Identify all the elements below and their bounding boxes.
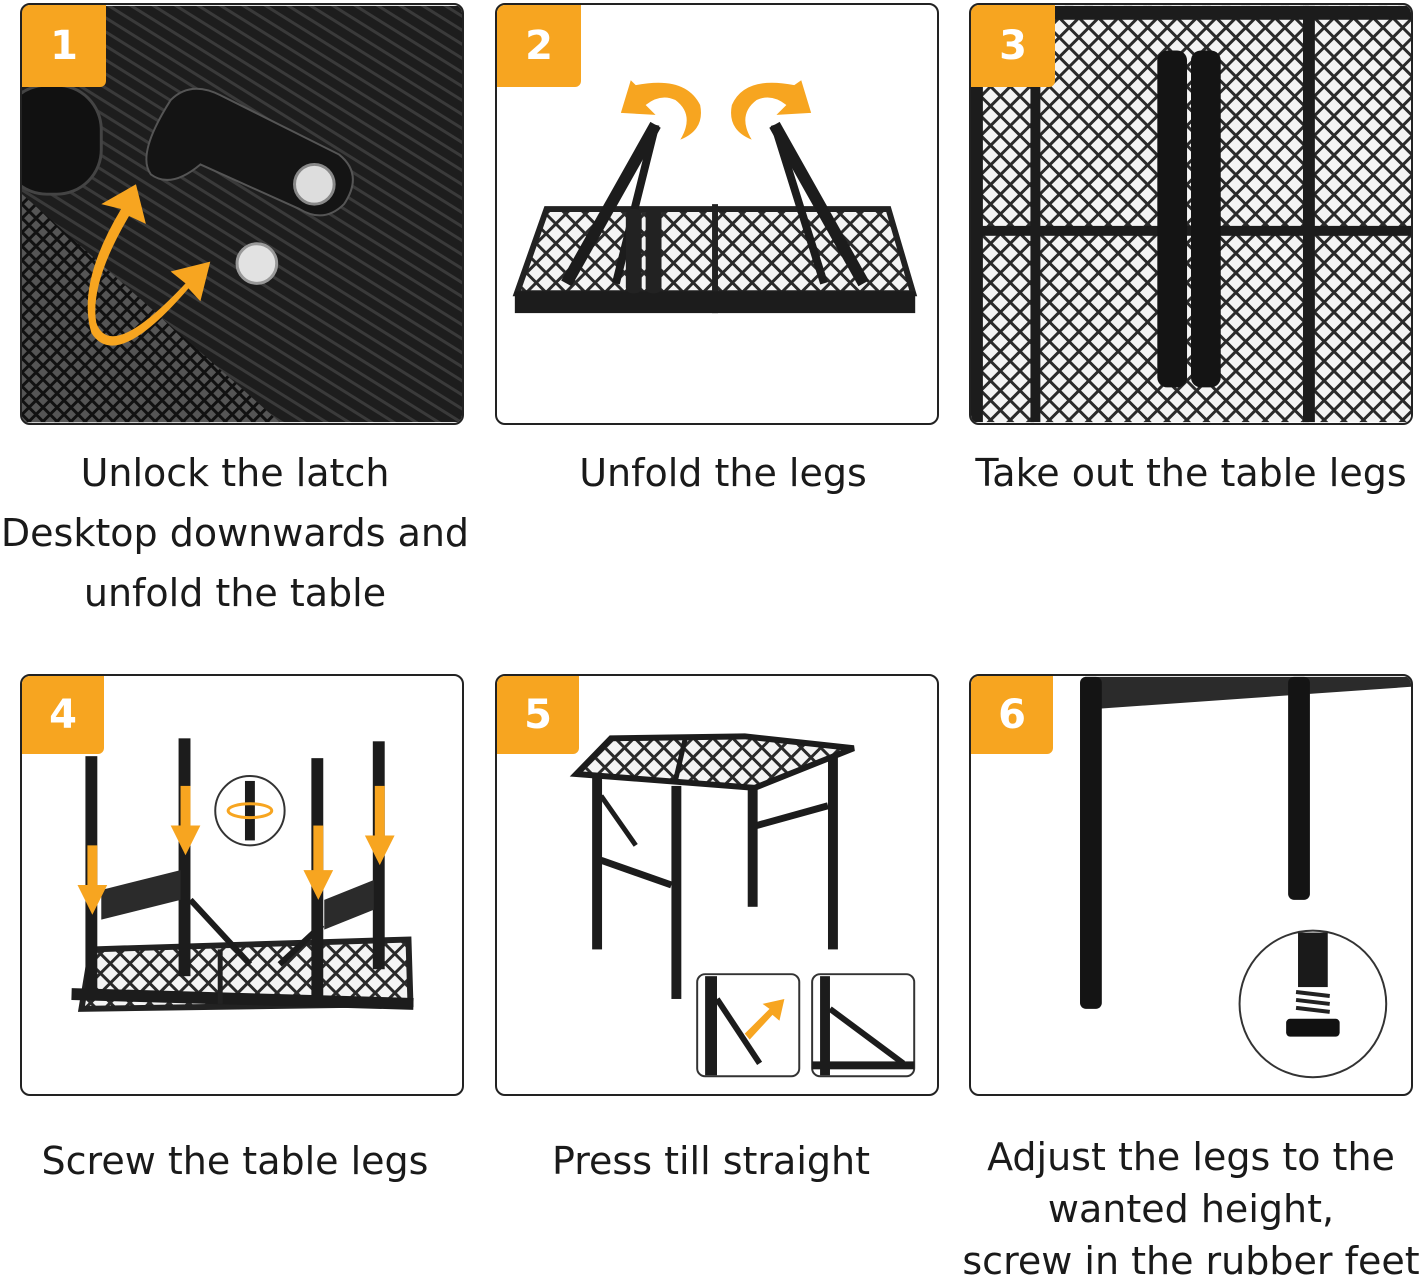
step-6-caption-line-1: Adjust the legs to the <box>987 1135 1395 1179</box>
step-1-panel: 1 <box>20 3 464 425</box>
step-4-caption: Screw the table legs <box>0 1131 470 1191</box>
step-1-caption-line-2: Desktop downwards and <box>0 511 470 555</box>
step-1-caption-line-1: Unlock the latch <box>80 451 390 495</box>
down-arrows-icon <box>77 785 395 915</box>
step-6-caption-line-2: wanted height, <box>1047 1187 1335 1231</box>
step-5-caption: Press till straight <box>478 1131 944 1191</box>
step-6-caption-line-3: screw in the rubber feet <box>962 1239 1420 1283</box>
left-arrow-icon <box>620 80 701 140</box>
press-straight-illustration <box>569 733 916 1078</box>
step-3-caption: Take out the table legs <box>960 443 1422 503</box>
right-arrow-icon <box>731 80 812 140</box>
step-3-caption-line-1: Take out the table legs <box>975 451 1407 495</box>
step-2-panel: 2 <box>495 3 939 425</box>
step-5-badge: 5 <box>497 676 579 754</box>
step-4-badge: 4 <box>22 676 104 754</box>
step-6-badge: 6 <box>971 676 1053 754</box>
step-1-caption: Unlock the latch Desktop downwards and u… <box>0 443 470 623</box>
step-2-caption-line-1: Unfold the legs <box>579 451 867 495</box>
step-3-panel: 3 <box>969 3 1413 425</box>
press-arrow-icon <box>744 998 785 1040</box>
step-5-caption-line-1: Press till straight <box>551 1139 870 1183</box>
step-4-caption-line-1: Screw the table legs <box>41 1139 429 1183</box>
step-2-caption: Unfold the legs <box>490 443 956 503</box>
rotate-arrow-icon <box>87 184 211 346</box>
step-6-caption: Adjust the legs to the wanted height, sc… <box>960 1131 1422 1287</box>
step-2-badge: 2 <box>497 5 581 87</box>
step-1-caption-line-3: unfold the table <box>83 571 387 615</box>
step-4-panel: 4 <box>20 674 464 1096</box>
unfold-legs-illustration <box>512 80 918 314</box>
step-1-badge: 1 <box>22 5 106 87</box>
step-3-badge: 3 <box>971 5 1055 87</box>
step-5-panel: 5 <box>495 674 939 1096</box>
latch-closeup-illustration <box>22 5 462 423</box>
screw-legs-illustration <box>71 738 414 1012</box>
step-6-panel: 6 <box>969 674 1413 1096</box>
adjust-height-illustration <box>1080 676 1411 1079</box>
